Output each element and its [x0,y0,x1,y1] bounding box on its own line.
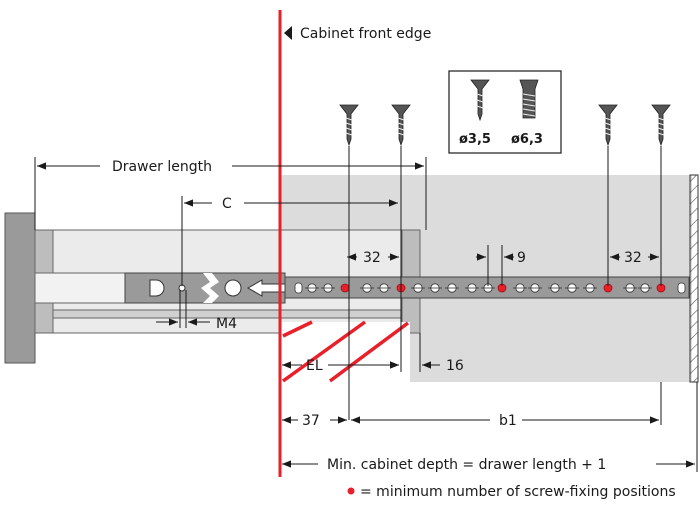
screw-holes [294,282,686,294]
drawer-length-label: Drawer length [112,159,212,175]
legend-label: = minimum number of screw-fixing positio… [360,484,676,500]
min-depth-label: Min. cabinet depth = drawer length + 1 [327,457,606,473]
slide-round-hole [224,279,242,297]
screw-type-box [448,70,562,154]
required-screw-hole [340,283,350,293]
legend-red-dot [347,487,355,495]
dim-16-label: 16 [446,358,464,374]
dim-37-label: 37 [302,413,320,429]
cabinet-front-edge-label: Cabinet front edge [300,26,431,42]
el-label: EL [306,358,323,374]
screw-icon [339,104,359,146]
wood-screw-icon [470,79,490,122]
screw-icon [391,104,411,146]
drawer-front [4,212,36,364]
slide-slot [677,282,686,294]
el-hatch [280,320,410,383]
screw-diameter-large: ø6,3 [511,132,543,147]
dim-32-right-label: 32 [624,250,642,266]
screw-diameter-small: ø3,5 [459,132,491,147]
c-label: C [222,196,232,212]
drawer-rail [34,272,131,304]
dim-32-left-label: 32 [363,250,381,266]
dim-9-label: 9 [517,250,526,266]
slide-slot [294,282,303,294]
euro-screw-icon [519,79,539,119]
slide-d-hole [149,279,165,297]
screw-icon [598,104,618,146]
screw-icon [651,104,671,146]
b1-label: b1 [499,413,517,429]
front-edge-pointer [284,26,292,40]
slide-break-mark [201,273,219,303]
m4-label: M4 [216,316,237,332]
cabinet-back-wall [689,174,699,383]
